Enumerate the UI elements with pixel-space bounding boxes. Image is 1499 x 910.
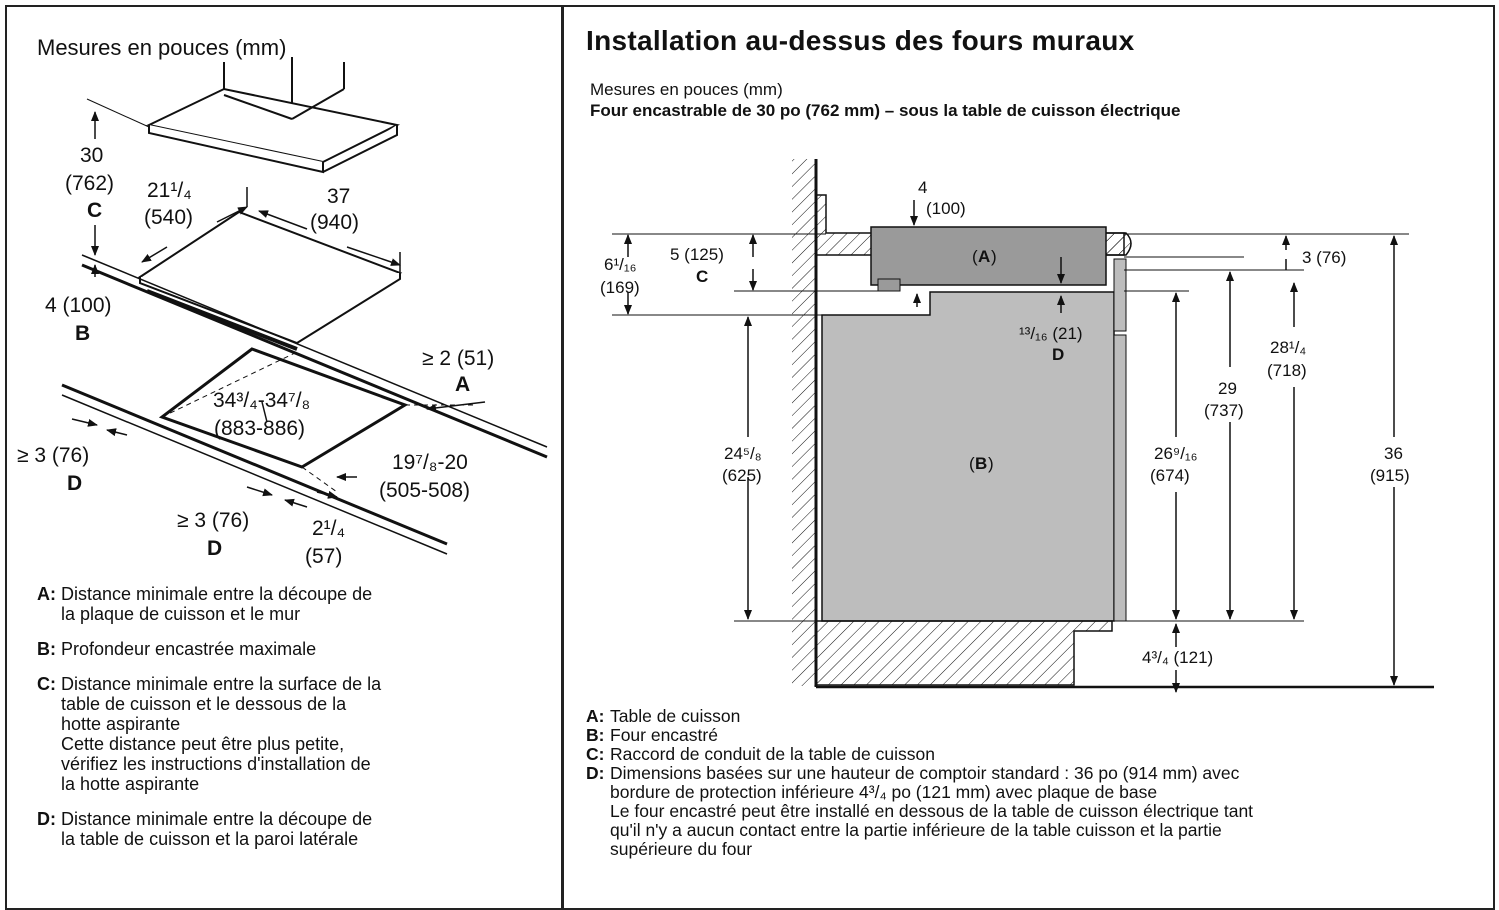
reference-lines [612,233,1409,622]
label-side-dist: ≥ 3 (76) [17,444,89,467]
label-76-dim: 3 (76) [1302,248,1346,267]
label-36-in: 36 [1384,444,1403,463]
legend-item-c: C:Raccord de conduit de la table de cuis… [586,744,935,764]
countertop-outline [61,254,548,555]
label-left-in: 6¹/₁₆ [604,255,636,274]
right-legend: A:Table de cuisson B:Four encastré C:Rac… [586,707,1486,859]
label-below-dist: 4 (100) [45,294,112,317]
label-oven-paren-open: ( [969,454,975,473]
dimension-arrows [624,200,1398,693]
countertop-nose [1101,232,1132,256]
page-title: Installation au-dessus des fours muraux [586,25,1135,56]
label-depth-in: 21¹/₄ [147,179,192,202]
wall-hatch [792,159,816,686]
legend-item-a: A:Table de cuisson [586,706,741,726]
cooktop-surface [137,210,403,351]
label-cutout-depth-mm: (505-508) [379,479,470,502]
label-oven-height-mm: (625) [722,466,762,485]
label-width-mm: (940) [310,211,359,234]
label-gap-letter: D [1052,345,1064,364]
legend-item-c: C:Distance minimale entre la surface de … [37,674,382,794]
label-26-in: 26⁹/₁₆ [1154,444,1198,463]
label-cooktop-paren-close: ) [991,247,997,266]
label-base-dim: 4³/₄ (121) [1142,648,1213,667]
left-legend: A:Distance minimale entre la découpe de … [37,584,557,864]
left-heading: Mesures en pouces (mm) [37,35,287,60]
legend-item-b: B:Profondeur encastrée maximale [37,639,317,659]
label-oven-paren-close: ) [988,454,994,473]
label-cutout-width-in: 34³/₄-34⁷/₈ [213,389,310,412]
label-36-mm: (915) [1370,466,1410,485]
label-28-in: 28¹/₄ [1270,338,1306,357]
label-duct-letter: C [696,267,708,286]
label-below-letter: B [75,322,90,345]
label-29-mm: (737) [1204,401,1244,420]
label-gap-dim: ¹³/₁₆ (21) [1019,324,1083,343]
label-cooktop-letter: A [978,247,990,266]
label-top-in: 4 [918,178,927,197]
legend-item-d: D:Distance minimale entre la découpe de … [37,809,373,849]
label-width-in: 37 [327,185,350,208]
dimension-lines [71,111,486,508]
hood-shape [145,57,401,174]
label-cutout-depth-in: 19⁷/₈-20 [392,451,468,474]
label-duct-dim: 5 (125) [670,245,724,264]
label-wall-letter: A [455,373,470,396]
label-front-letter: D [207,537,222,560]
label-edge-in: 2¹/₄ [312,517,345,540]
label-cooktop-paren-open: ( [972,247,978,266]
label-front-dist: ≥ 3 (76) [177,509,249,532]
oven-trim-door [1113,334,1127,622]
label-oven-height-in: 24⁵/₈ [724,444,762,463]
label-edge-mm: (57) [305,545,342,568]
legend-item-a: A:Distance minimale entre la découpe de … [37,584,373,624]
label-cutout-width-mm: (883-886) [214,417,305,440]
label-top-mm: (100) [926,199,966,218]
oven-base [815,620,1113,686]
subtitle: Mesures en pouces (mm) [590,80,783,99]
legend-item-b: B:Four encastré [586,725,718,745]
label-hood-height-mm: (762) [65,172,114,195]
label-oven-letter: B [975,454,987,473]
label-hood-letter: C [87,199,102,222]
label-side-letter: D [67,472,82,495]
cooktop-isometric-diagram: 30 (762) C 21¹/₄ (540) 37 (940) 4 (100) … [17,57,548,568]
label-wall-dist: ≥ 2 (51) [422,347,494,370]
duct-connector [877,278,901,292]
label-hood-height-in: 30 [80,144,103,167]
oven-trim-top [1113,258,1127,332]
cooktop-a [870,226,1107,286]
label-depth-mm: (540) [144,206,193,229]
label-28-mm: (718) [1267,361,1307,380]
right-panel: Installation au-dessus des fours muraux … [562,5,1495,910]
label-29-in: 29 [1218,379,1237,398]
subtitle-bold: Four encastrable de 30 po (762 mm) – sou… [590,101,1181,120]
left-panel: Mesures en pouces (mm) [5,5,563,910]
oven-section-diagram: 4 (100) ( A ) 5 (125) C 6¹/₁₆ (169) ¹³/₁… [600,159,1434,693]
label-26-mm: (674) [1150,466,1190,485]
legend-item-d: D:Dimensions basées sur une hauteur de c… [586,763,1254,859]
label-left-mm: (169) [600,278,640,297]
